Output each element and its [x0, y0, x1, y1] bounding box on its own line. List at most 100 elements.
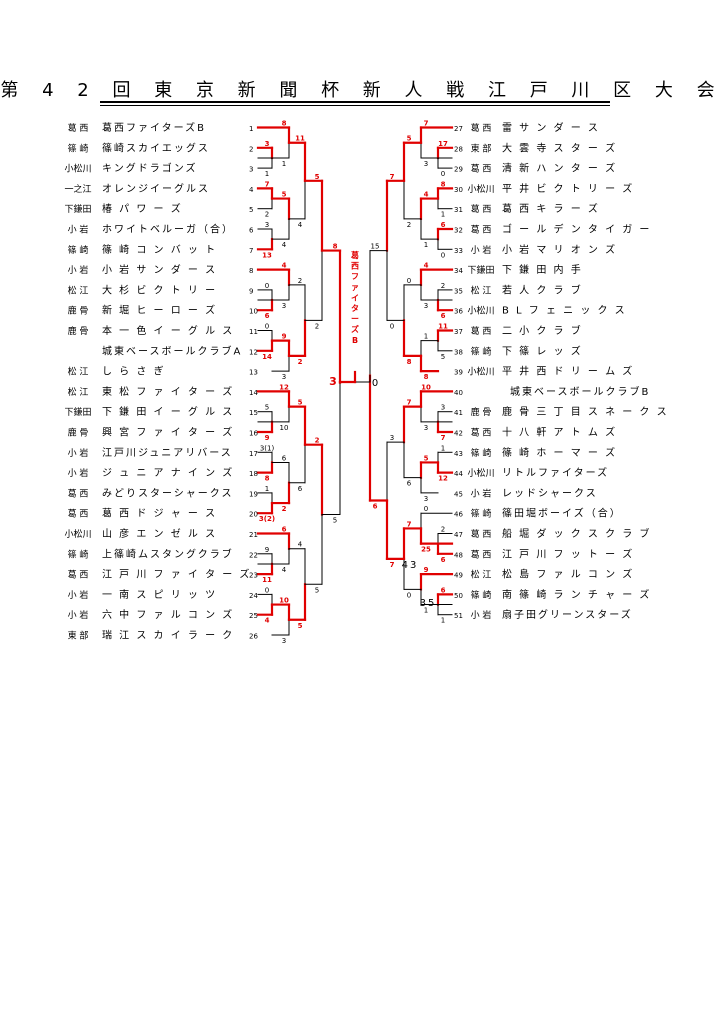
score-label: 3 — [441, 404, 445, 412]
team-name: 興 宮 フ ァ イ タ ー ズ — [102, 426, 234, 439]
team-name: 扇子田グリーンスターズ — [502, 608, 633, 621]
seed-number: 32 — [454, 227, 463, 235]
seed-number: 3 — [249, 166, 253, 174]
score-label: 1 — [265, 485, 269, 493]
score-label: 6 — [282, 454, 287, 462]
seed-number: 38 — [454, 348, 463, 356]
team-area: 葛 西 — [471, 325, 492, 337]
score-label: 2 — [282, 505, 287, 513]
team-area: 小 岩 — [68, 609, 89, 621]
seed-number: 45 — [454, 490, 463, 498]
seed-number: 50 — [454, 592, 463, 600]
score-label: 17 — [438, 140, 448, 148]
team-area: 葛 西 — [471, 224, 492, 236]
seed-number: 16 — [249, 430, 258, 438]
seed-number: 48 — [454, 551, 463, 559]
score-label: 4 — [265, 617, 270, 625]
team-name: 篠 崎 コ ン バ ッ ト — [102, 243, 217, 256]
score-label: 6 — [441, 312, 446, 320]
team-name: 新 堀 ヒ ー ロ ー ズ — [102, 304, 217, 317]
seed-number: 19 — [249, 490, 258, 498]
team-area: 葛 西 — [471, 528, 492, 540]
seed-number: 26 — [249, 633, 258, 641]
team-name: 十 八 軒 ア ト ム ズ — [502, 426, 617, 439]
team-area: 小 岩 — [68, 264, 89, 276]
score-label: 2 — [407, 221, 411, 229]
seed-number: 49 — [454, 572, 463, 580]
team-name: 清 新 ハ ン タ ー ズ — [502, 162, 617, 175]
team-area: 小松川 — [467, 305, 494, 317]
team-name: ジ ュ ニ ア ナ イ ン ズ — [102, 466, 234, 479]
score-label: 3 — [424, 160, 428, 168]
seed-number: 30 — [454, 186, 463, 194]
seed-number: 7 — [249, 247, 253, 255]
team-name: 東 松 フ ァ イ タ ー ズ — [102, 385, 234, 398]
score-label: 10 — [279, 597, 289, 605]
team-name: し ら さ ぎ — [102, 365, 166, 378]
seed-number: 22 — [249, 551, 258, 559]
team-name: ゴ ー ル デ ン タ イ ガ ー — [502, 223, 651, 236]
team-name: 平 井 西 ド リ ー ム ズ — [502, 365, 634, 378]
team-area: 小松川 — [467, 467, 494, 479]
score-label: 7 — [390, 561, 395, 569]
team-name: 大 雲 寺 ス タ ー ズ — [502, 141, 617, 154]
score-label: 0 — [441, 251, 445, 259]
team-area: 小 岩 — [68, 589, 89, 601]
team-area: 篠 崎 — [471, 508, 492, 520]
team-name: 篠崎スカイエッグス — [102, 141, 210, 154]
score-label: 43 — [402, 560, 419, 571]
seed-number: 44 — [454, 470, 463, 478]
score-label: 0 — [407, 591, 411, 599]
score-label: 5 — [424, 454, 429, 462]
team-area: 葛 西 — [471, 427, 492, 439]
team-name: 南 篠 崎 ラ ン チ ャ ー ズ — [502, 588, 651, 601]
seed-number: 43 — [454, 450, 463, 458]
score-label: 2 — [441, 526, 445, 534]
score-label: 9 — [265, 434, 270, 442]
team-area: 鹿 骨 — [68, 305, 89, 317]
team-area: 葛 西 — [471, 122, 492, 134]
team-area: 松 江 — [471, 569, 492, 581]
score-label: 3 — [282, 302, 286, 310]
score-label: 4 — [298, 541, 303, 549]
team-area: 葛 西 — [471, 203, 492, 215]
score-label: 14 — [262, 353, 272, 361]
score-label: 8 — [407, 358, 412, 366]
team-area: 松 江 — [68, 284, 89, 296]
seed-number: 14 — [249, 389, 258, 397]
team-name: 山 彦 エ ン ゼ ル ス — [102, 527, 217, 540]
score-label: 2 — [265, 211, 269, 219]
score-label: 15 — [371, 243, 380, 251]
score-label: 8 — [441, 180, 446, 188]
seed-number: 33 — [454, 247, 463, 255]
seed-number: 25 — [249, 612, 258, 620]
team-name: キングドラゴンズ — [102, 162, 198, 175]
team-name: 上篠崎ムスタングクラブ — [102, 547, 234, 560]
team-name: 城東ベースボールクラブA — [102, 344, 242, 357]
seed-number: 13 — [249, 369, 258, 377]
team-area: 篠 崎 — [68, 244, 89, 256]
seed-number: 37 — [454, 328, 463, 336]
team-area: 葛 西 — [68, 122, 89, 134]
team-name: 江 戸 川 フ ァ イ タ ー ズ — [102, 568, 251, 581]
score-label: 2 — [315, 437, 320, 445]
team-area: 東 部 — [471, 142, 492, 154]
team-area: 葛 西 — [68, 508, 89, 520]
score-label: 12 — [438, 475, 448, 483]
team-name: 下 鎌 田 イ ー グ ル ス — [102, 405, 234, 418]
team-area: 葛 西 — [471, 548, 492, 560]
team-area: 下鎌田 — [64, 406, 91, 418]
team-area: 一之江 — [64, 183, 91, 195]
team-name: 大 杉 ビ ク ト リ ー — [102, 283, 217, 296]
team-area: 松 江 — [471, 284, 492, 296]
score-label: 5 — [298, 399, 303, 407]
score-label: 8 — [333, 243, 338, 251]
team-area: 篠 崎 — [68, 142, 89, 154]
score-label: 1 — [265, 170, 269, 178]
team-area: 東 部 — [68, 630, 89, 642]
team-name: B L フ ェ ニ ッ ク ス — [502, 305, 627, 317]
score-label: 4 — [424, 262, 429, 270]
score-label: 3(1) — [260, 444, 275, 452]
score-label: 4 — [282, 262, 287, 270]
